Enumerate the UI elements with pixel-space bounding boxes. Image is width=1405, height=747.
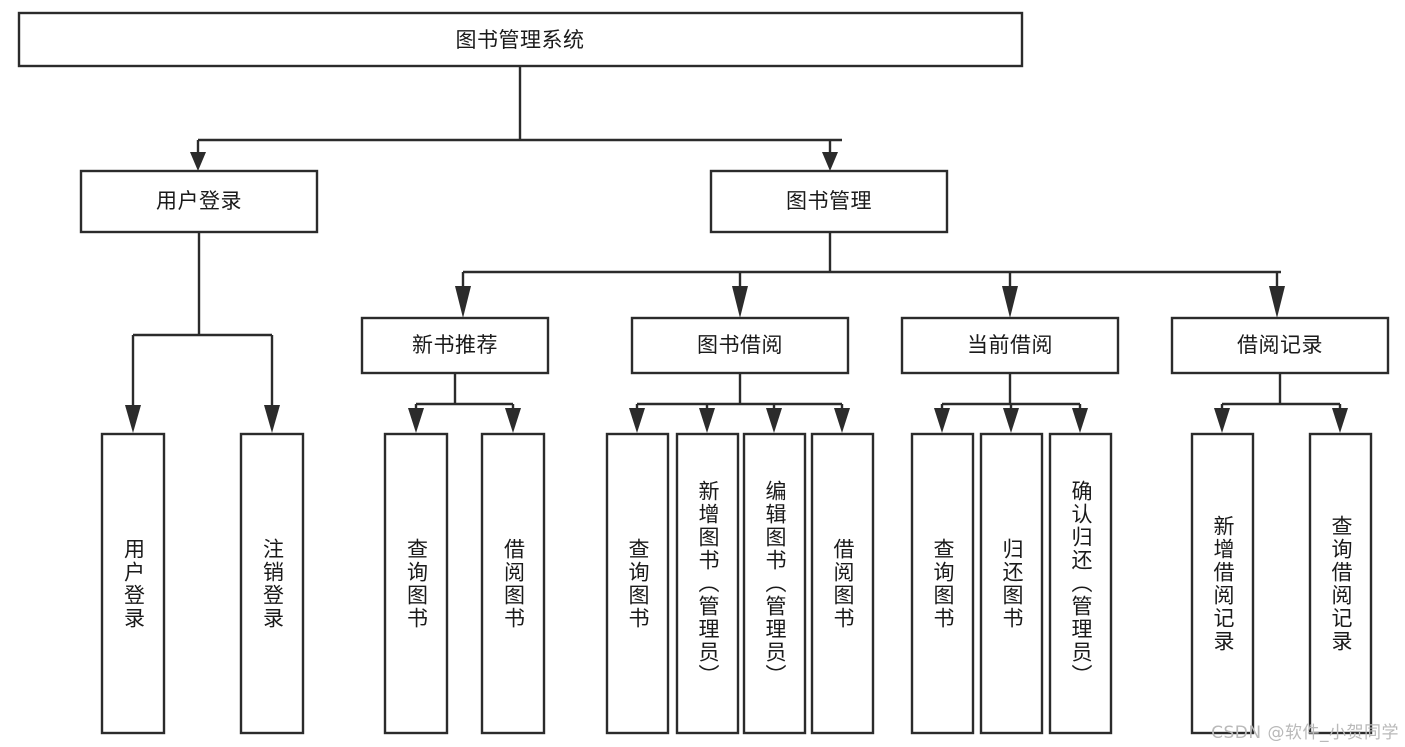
- node-current-borrow-box[interactable]: [900, 316, 1120, 375]
- node-user-login-label: 用户登录: [156, 189, 242, 213]
- node-book-manage-box[interactable]: [709, 169, 949, 234]
- node-root-label: 图书管理系统: [456, 28, 585, 52]
- node-new-book-recommend[interactable]: 新书推荐: [360, 316, 550, 375]
- node-borrow-record[interactable]: 借阅记录: [1170, 316, 1390, 375]
- node-book-manage[interactable]: 图书管理: [709, 169, 949, 234]
- leaf-box-book-borrow-3[interactable]: [742, 432, 807, 735]
- node-borrow-record-box[interactable]: [1170, 316, 1390, 375]
- leaf-box-current-borrow-3[interactable]: [1048, 432, 1113, 735]
- leaf-box-layer: [100, 432, 1373, 735]
- csdn-watermark: CSDN @软件_小贺同学: [1211, 723, 1399, 743]
- arrow-head-user-login-leaf: [125, 405, 141, 433]
- arrow-head-bb-leaf3: [766, 408, 782, 433]
- node-user-login[interactable]: 用户登录: [79, 169, 319, 234]
- node-book-manage-label: 图书管理: [786, 189, 872, 213]
- leaf-box-user-login-2[interactable]: [239, 432, 305, 735]
- arrow-head-br-leaf2: [1332, 408, 1348, 433]
- leaf-box-book-borrow-1[interactable]: [605, 432, 670, 735]
- arrow-head-cb-leaf2: [1003, 408, 1019, 433]
- leaf-box-book-borrow-2[interactable]: [675, 432, 740, 735]
- node-root[interactable]: 图书管理系统: [17, 11, 1024, 68]
- arrow-head-bb-leaf2: [699, 408, 715, 433]
- leaf-box-recommend-1[interactable]: [383, 432, 449, 735]
- arrow-head-rec-leaf1: [408, 408, 424, 433]
- node-user-login-box[interactable]: [79, 169, 319, 234]
- arrow-head-rec-leaf2: [505, 408, 521, 433]
- arrow-head-new-book: [455, 286, 471, 318]
- arrow-head-bb-leaf1: [629, 408, 645, 433]
- node-current-borrow[interactable]: 当前借阅: [900, 316, 1120, 375]
- leaf-box-recommend-2[interactable]: [480, 432, 546, 735]
- node-book-borrow-box[interactable]: [630, 316, 850, 375]
- arrow-head-to-user-login: [190, 152, 206, 171]
- leaf-box-current-borrow-2[interactable]: [979, 432, 1044, 735]
- arrow-head-bb-leaf4: [834, 408, 850, 433]
- node-book-borrow-label: 图书借阅: [697, 333, 783, 357]
- node-book-borrow[interactable]: 图书借阅: [630, 316, 850, 375]
- arrow-head-borrow-record: [1269, 286, 1285, 318]
- leaf-box-current-borrow-1[interactable]: [910, 432, 975, 735]
- node-borrow-record-label: 借阅记录: [1237, 333, 1323, 357]
- node-current-borrow-label: 当前借阅: [967, 333, 1053, 357]
- leaf-box-book-borrow-4[interactable]: [810, 432, 875, 735]
- arrow-head-book-borrow: [732, 286, 748, 318]
- arrow-head-cb-leaf1: [934, 408, 950, 433]
- leaf-box-borrow-record-1[interactable]: [1190, 432, 1255, 735]
- node-root-box[interactable]: [17, 11, 1024, 68]
- node-new-book-recommend-box[interactable]: [360, 316, 550, 375]
- leaf-box-user-login-1[interactable]: [100, 432, 166, 735]
- arrow-head-logout-leaf: [264, 405, 280, 433]
- node-new-book-recommend-label: 新书推荐: [412, 333, 498, 357]
- connector-layer: [125, 66, 1348, 433]
- arrow-head-to-book-manage: [822, 152, 838, 171]
- arrow-head-current-borrow: [1002, 286, 1018, 318]
- leaf-box-borrow-record-2[interactable]: [1308, 432, 1373, 735]
- arrow-head-cb-leaf3: [1072, 408, 1088, 433]
- arrow-head-br-leaf1: [1214, 408, 1230, 433]
